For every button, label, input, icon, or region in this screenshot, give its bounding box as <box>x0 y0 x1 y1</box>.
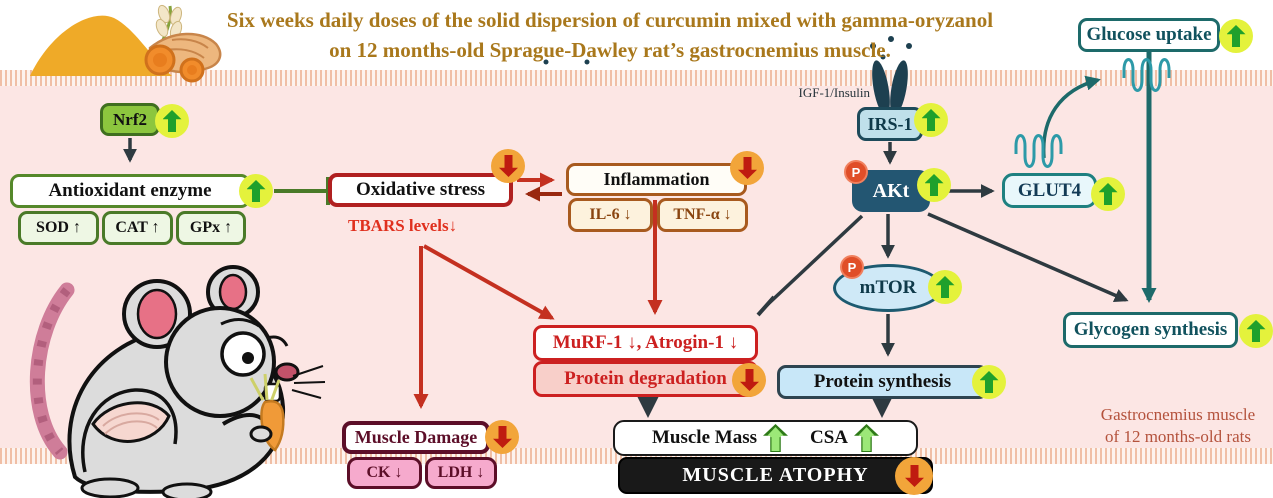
node-inflammation: Inflammation <box>566 163 747 196</box>
up-arrow-icon <box>1098 183 1118 205</box>
decrease-icon <box>732 363 766 397</box>
cat-label: CAT ↑ <box>115 218 160 236</box>
caption-line-1: Gastrocnemius muscle <box>1100 405 1256 424</box>
cell-membrane-bottom <box>0 448 1273 464</box>
node-protein-degradation: Protein degradation <box>533 361 758 397</box>
down-arrow-icon <box>905 465 924 487</box>
up-arrow-icon <box>979 371 999 393</box>
node-irs1: IRS-1 <box>857 107 923 141</box>
decrease-icon <box>895 457 933 495</box>
down-arrow-icon <box>493 426 512 448</box>
node-nrf2: Nrf2 <box>100 103 160 136</box>
csa-label: CSA <box>810 427 849 449</box>
increase-icon <box>917 168 951 202</box>
muscle-atrophy-label: MUSCLE ATOPHY <box>682 464 869 486</box>
node-il6: IL-6 ↓ <box>568 198 653 232</box>
oxidative-stress-label: Oxidative stress <box>356 179 485 201</box>
ldh-label: LDH ↓ <box>437 463 485 481</box>
node-glucose-uptake: Glucose uptake <box>1078 18 1220 52</box>
node-cat: CAT ↑ <box>102 211 173 245</box>
turmeric-illustration <box>30 4 222 83</box>
decrease-icon <box>485 420 519 454</box>
increase-icon <box>1091 177 1125 211</box>
node-muscle-atrophy: MUSCLE ATOPHY <box>618 457 933 494</box>
tbars-label: TBARS levels↓ <box>348 216 458 235</box>
tissue-caption: Gastrocnemius muscle of 12 months-old ra… <box>1086 404 1270 448</box>
up-arrow-icon <box>763 424 788 452</box>
node-antioxidant-enzyme: Antioxidant enzyme <box>10 174 250 208</box>
up-arrow-icon <box>162 110 182 132</box>
up-arrow-icon <box>924 174 944 196</box>
cell-membrane-top <box>0 70 1273 86</box>
increase-icon <box>239 174 273 208</box>
node-glycogen-synthesis: Glycogen synthesis <box>1063 312 1238 348</box>
gpx-label: GPx ↑ <box>189 218 233 236</box>
increase-icon <box>914 103 948 137</box>
glycogen-synthesis-label: Glycogen synthesis <box>1073 319 1228 341</box>
down-arrow-icon <box>499 155 518 177</box>
sod-label: SOD ↑ <box>36 218 81 236</box>
up-arrow-icon <box>246 180 266 202</box>
up-arrow-icon <box>935 276 955 298</box>
muscle-damage-label: Muscle Damage <box>354 427 478 448</box>
up-arrow-icon <box>1246 320 1266 342</box>
increase-icon <box>972 365 1006 399</box>
phospho-label: P <box>847 259 857 275</box>
antioxidant-enzyme-label: Antioxidant enzyme <box>48 180 212 202</box>
node-gpx: GPx ↑ <box>176 211 246 245</box>
node-glut4: GLUT4 <box>1002 173 1097 208</box>
node-ldh: LDH ↓ <box>425 457 497 489</box>
ck-label: CK ↓ <box>366 463 403 481</box>
node-muscle-mass-csa: Muscle Mass CSA <box>613 420 918 456</box>
phospho-label: P <box>851 164 861 180</box>
mtor-label: mTOR <box>859 277 917 299</box>
node-ck: CK ↓ <box>347 457 422 489</box>
protein-degradation-label: Protein degradation <box>564 368 727 390</box>
increase-icon <box>1219 19 1253 53</box>
nrf2-label: Nrf2 <box>113 109 147 129</box>
murf-atrogin-label: MuRF-1 ↓, Atrogin-1 ↓ <box>552 332 739 354</box>
down-arrow-icon <box>740 369 759 391</box>
node-sod: SOD ↑ <box>18 211 99 245</box>
muscle-mass-label: Muscle Mass <box>651 427 757 449</box>
irs1-label: IRS-1 <box>867 113 913 134</box>
inflammation-label: Inflammation <box>603 169 710 190</box>
decrease-icon <box>491 149 525 183</box>
decrease-icon <box>730 151 764 185</box>
up-arrow-icon <box>921 109 941 131</box>
caption-line-2: of 12 months-old rats <box>1105 427 1251 447</box>
glut4-label: GLUT4 <box>1017 179 1082 201</box>
akt-label: AKt <box>872 179 910 202</box>
increase-icon <box>1239 314 1273 348</box>
il6-label: IL-6 ↓ <box>589 205 632 223</box>
node-murf-atrogin: MuRF-1 ↓, Atrogin-1 ↓ <box>533 325 758 361</box>
protein-synthesis-label: Protein synthesis <box>813 371 952 393</box>
igf1-insulin-label: IGF-1/Insulin <box>798 85 871 100</box>
phospho-icon: P <box>844 160 868 184</box>
title-line-2: on 12 months-old Sprague-Dawley rat’s ga… <box>329 38 891 63</box>
up-arrow-icon <box>1226 25 1246 47</box>
title-line-1: Six weeks daily doses of the solid dispe… <box>226 8 994 32</box>
node-protein-synthesis: Protein synthesis <box>777 365 988 399</box>
increase-icon <box>155 104 189 138</box>
rat-illustration <box>29 265 326 498</box>
node-tnf-alpha: TNF-α ↓ <box>657 198 748 232</box>
down-arrow-icon <box>738 157 757 179</box>
diagram-title: Six weeks daily doses of the solid dispe… <box>140 5 1080 66</box>
node-oxidative-stress: Oxidative stress <box>328 173 513 207</box>
tnf-alpha-label: TNF-α ↓ <box>673 205 732 223</box>
up-arrow-icon <box>854 424 880 452</box>
increase-icon <box>928 270 962 304</box>
node-muscle-damage: Muscle Damage <box>342 421 490 454</box>
phospho-icon: P <box>840 255 864 279</box>
glucose-uptake-label: Glucose uptake <box>1086 24 1212 46</box>
